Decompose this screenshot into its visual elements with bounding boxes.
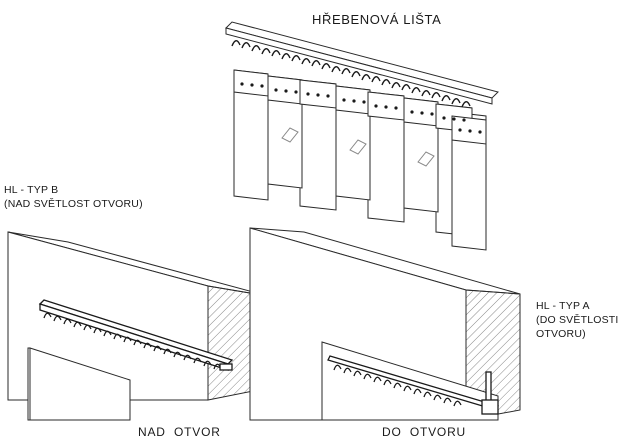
curtain-strip xyxy=(451,111,487,251)
drawing-title: HŘEBENOVÁ LIŠTA xyxy=(312,12,442,27)
strip-marks xyxy=(281,127,435,167)
wall-block-left xyxy=(7,231,269,421)
type-a-sublabel-2: OTVORU) xyxy=(536,328,586,340)
clamp-holes xyxy=(240,82,482,134)
strip-curtain-assembly xyxy=(233,69,487,251)
rail-typ-b xyxy=(38,299,234,371)
type-a-sublabel-1: (DO SVĚTLOSTI xyxy=(536,314,619,326)
wall-block-right xyxy=(249,227,521,421)
type-b-sublabel: (NAD SVĚTLOST OTVORU) xyxy=(4,198,143,210)
top-rail xyxy=(225,21,499,105)
type-a-label: HL - TYP A xyxy=(536,300,590,312)
type-b-label: HL - TYP B xyxy=(4,184,59,196)
caption-left: NAD OTVOR xyxy=(138,425,221,439)
rail-typ-a xyxy=(327,355,499,415)
caption-right: DO OTVORU xyxy=(382,425,467,439)
top-rail-hooks xyxy=(231,40,471,108)
